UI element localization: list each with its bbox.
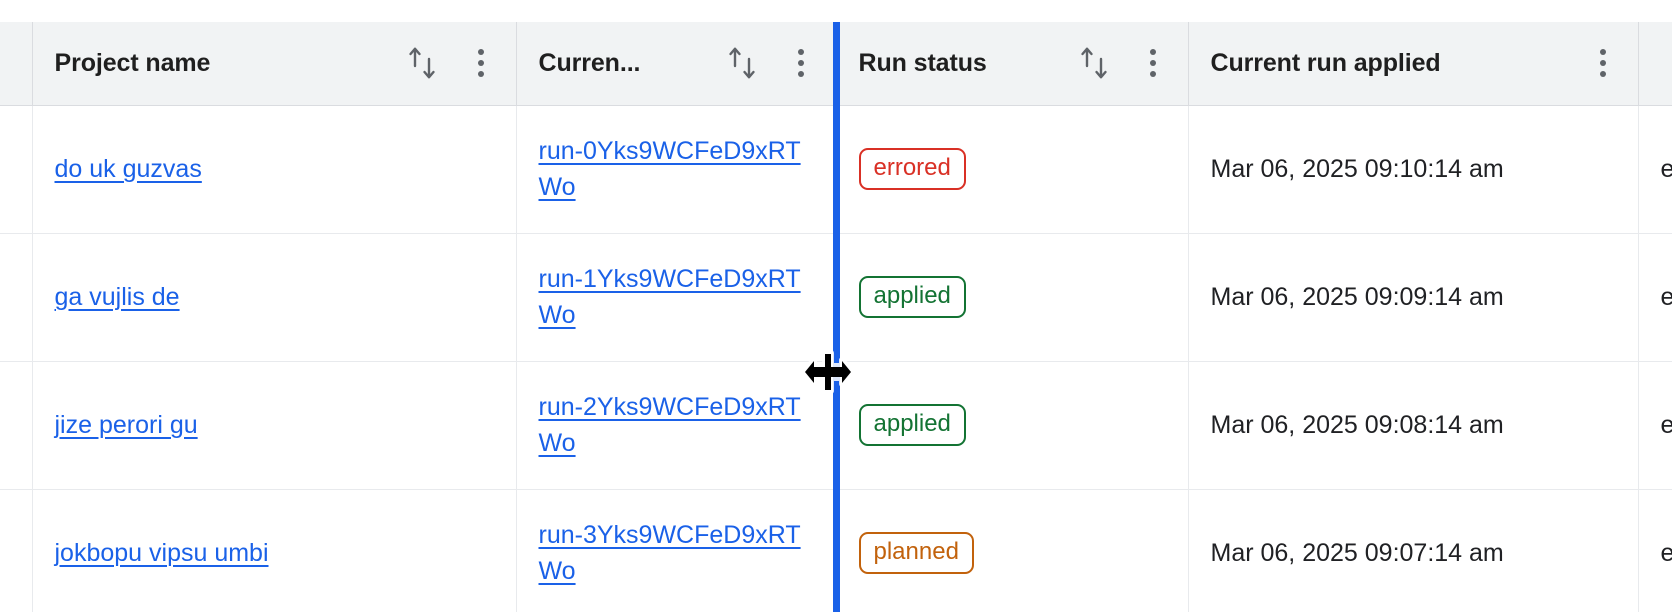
cell-truncated: e (1638, 361, 1672, 490)
column-header-current_run[interactable]: Curren... (516, 22, 837, 106)
cell-project_name: do uk guzvas (32, 105, 517, 234)
current-run-link[interactable]: run-0Yks9WCFeD9xRTWo (538, 136, 801, 201)
column-header-label-run_status: Run status (858, 48, 987, 77)
projects-data-grid: Project name Curren... Run status Curren… (0, 22, 1672, 612)
project-name-link[interactable]: ga vujlis de (54, 282, 180, 311)
cell-project_name: jokbopu vipsu umbi (32, 489, 517, 612)
column-header-label-project_name: Project name (54, 48, 211, 77)
sort-arrows-icon[interactable] (726, 44, 760, 82)
cell-current_run: run-2Yks9WCFeD9xRTWo (516, 361, 837, 490)
sort-arrows-icon[interactable] (406, 44, 440, 82)
cell-run_status: applied (836, 233, 1189, 362)
table-row[interactable]: ga vujlis de run-1Yks9WCFeD9xRTWo applied M… (0, 233, 1672, 362)
truncated-cell-text: e (1661, 283, 1672, 311)
row-select-gutter-header (0, 22, 33, 106)
column-resize-divider[interactable] (833, 22, 840, 612)
cell-run_status: errored (836, 105, 1189, 234)
data-grid-container: Project name Curren... Run status Curren… (0, 22, 1672, 612)
header-actions (726, 44, 814, 82)
current-run-link[interactable]: run-2Yks9WCFeD9xRTWo (538, 392, 801, 457)
column-header-run_status[interactable]: Run status (836, 22, 1189, 106)
cell-current_run_applied: Mar 06, 2025 09:08:14 am (1188, 361, 1639, 490)
current-run-link[interactable]: run-3Yks9WCFeD9xRTWo (538, 521, 801, 586)
project-name-link[interactable]: jize perori gu (54, 410, 198, 439)
truncated-cell-text: e (1661, 411, 1672, 439)
cell-current_run: run-3Yks9WCFeD9xRTWo (516, 489, 837, 612)
column-header-project_name[interactable]: Project name (32, 22, 517, 106)
sort-arrows-icon[interactable] (1078, 44, 1112, 82)
cell-truncated: e (1638, 489, 1672, 612)
row-select-gutter-cell (0, 361, 33, 490)
row-select-gutter-cell (0, 105, 33, 234)
kebab-menu-icon[interactable] (468, 46, 494, 80)
cell-current_run_applied: Mar 06, 2025 09:10:14 am (1188, 105, 1639, 234)
cell-run_status: planned (836, 489, 1189, 612)
cell-run_status: applied (836, 361, 1189, 490)
header-actions (406, 44, 494, 82)
current-run-applied-text: Mar 06, 2025 09:08:14 am (1210, 410, 1504, 439)
run-status-badge: planned (858, 532, 974, 575)
header-actions (1078, 44, 1166, 82)
table-row[interactable]: do uk guzvas run-0Yks9WCFeD9xRTWo errored M… (0, 105, 1672, 234)
row-select-gutter-cell (0, 489, 33, 612)
cell-project_name: jize perori gu (32, 361, 517, 490)
cell-current_run: run-1Yks9WCFeD9xRTWo (516, 233, 837, 362)
column-header-label-current_run: Curren... (538, 48, 641, 77)
column-header-current_run_applied[interactable]: Current run applied (1188, 22, 1639, 106)
cell-project_name: ga vujlis de (32, 233, 517, 362)
kebab-menu-icon[interactable] (788, 46, 814, 80)
current-run-applied-text: Mar 06, 2025 09:07:14 am (1210, 538, 1504, 567)
header-actions (1590, 46, 1616, 80)
cell-truncated: e (1638, 233, 1672, 362)
kebab-menu-icon[interactable] (1140, 46, 1166, 80)
run-status-badge: applied (858, 275, 966, 319)
row-select-gutter-cell (0, 233, 33, 362)
project-name-link[interactable]: do uk guzvas (54, 154, 202, 183)
table-header: Project name Curren... Run status Curren… (0, 22, 1672, 106)
current-run-link[interactable]: run-1Yks9WCFeD9xRTWo (538, 264, 801, 329)
cell-current_run: run-0Yks9WCFeD9xRTWo (516, 105, 837, 234)
run-status-badge: errored (858, 147, 966, 191)
cell-current_run_applied: Mar 06, 2025 09:09:14 am (1188, 233, 1639, 362)
column-header-label-current_run_applied: Current run applied (1210, 48, 1441, 77)
current-run-applied-text: Mar 06, 2025 09:10:14 am (1210, 154, 1504, 183)
truncated-cell-text: e (1661, 155, 1672, 183)
table-row[interactable]: jize perori gu run-2Yks9WCFeD9xRTWo applie… (0, 361, 1672, 490)
project-name-link[interactable]: jokbopu vipsu umbi (54, 539, 269, 568)
kebab-menu-icon[interactable] (1590, 46, 1616, 80)
current-run-applied-text: Mar 06, 2025 09:09:14 am (1210, 282, 1504, 311)
column-header-truncated[interactable]: V (1638, 22, 1672, 106)
header-row: Project name Curren... Run status Curren… (0, 22, 1672, 106)
run-status-badge: applied (858, 403, 966, 447)
truncated-cell-text: e (1661, 539, 1672, 567)
cell-truncated: e (1638, 105, 1672, 234)
table-row[interactable]: jokbopu vipsu umbi run-3Yks9WCFeD9xRTWo pl… (0, 489, 1672, 612)
cell-current_run_applied: Mar 06, 2025 09:07:14 am (1188, 489, 1639, 612)
